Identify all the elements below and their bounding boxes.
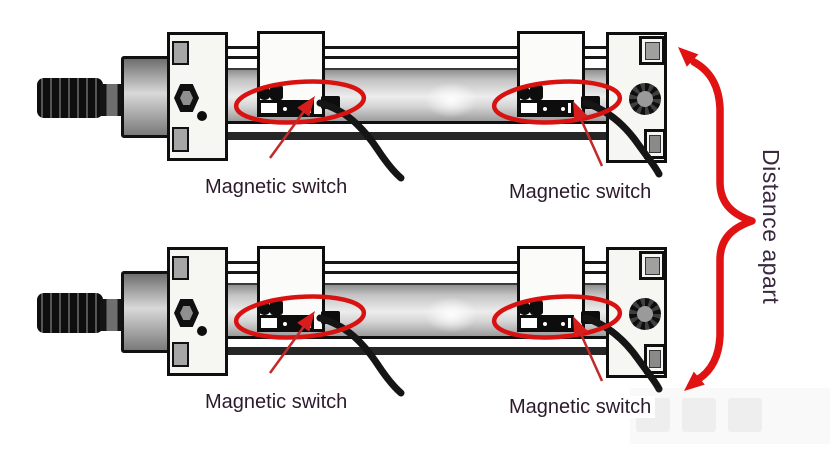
rear-bottom-port-core — [649, 350, 661, 368]
watermark-glyph — [728, 398, 762, 432]
switch-led-2b — [561, 322, 565, 326]
distance-apart-label: Distance apart — [758, 149, 784, 305]
air-fitting-core — [637, 91, 653, 107]
rear-corner-port-core — [645, 257, 660, 275]
switch-led-1b — [301, 322, 305, 326]
magnetic-switch-label-4: Magnetic switch — [505, 396, 656, 418]
switch-clip-2 — [530, 85, 543, 100]
switch-connector-2 — [581, 96, 600, 109]
switch-clip-1 — [270, 300, 283, 315]
magnetic-switch-label-1: Magnetic switch — [201, 176, 352, 198]
mounting-tab-top — [172, 41, 189, 65]
switch-led-1 — [283, 107, 287, 111]
tube-highlight — [425, 297, 477, 333]
switch-led-2 — [543, 107, 547, 111]
switch-connector-2 — [581, 311, 600, 324]
mounting-tab-bottom — [172, 342, 189, 367]
cylinder-rail-bottom-white — [225, 339, 609, 348]
hex-port-core — [180, 91, 193, 105]
magnetic-switch-label-3: Magnetic switch — [201, 391, 352, 413]
tube-highlight — [425, 82, 477, 118]
magnetic-switch-label-2: Magnetic switch — [505, 181, 656, 203]
mounting-collar — [121, 271, 171, 353]
piston-rod-neck — [100, 84, 124, 116]
cylinder-bottom: Magnetic switch Magnetic switch — [0, 215, 835, 441]
watermark-glyph — [682, 398, 716, 432]
mounting-tab-top — [172, 256, 189, 280]
switch-connector-1 — [321, 96, 340, 109]
switch-clip-2 — [530, 300, 543, 315]
port-dot — [197, 326, 207, 336]
rear-corner-port — [639, 36, 665, 65]
switch-connector-1 — [321, 311, 340, 324]
watermark — [630, 388, 830, 444]
cylinder-rail-bottom-dark — [225, 347, 609, 355]
piston-rod-neck — [100, 299, 124, 331]
switch-led-2 — [543, 322, 547, 326]
cylinder-top: Magnetic switch Magnetic switch — [37, 31, 667, 203]
mounting-collar — [121, 56, 171, 138]
switch-clip-1 — [270, 85, 283, 100]
cylinder-rail-bottom-dark — [225, 132, 609, 140]
piston-rod-thread — [37, 78, 103, 118]
switch-led-1b — [301, 107, 305, 111]
switch-led-2b — [561, 107, 565, 111]
mounting-tab-bottom — [172, 127, 189, 152]
rear-bottom-port-core — [649, 135, 661, 153]
hex-port-core — [180, 306, 193, 320]
cylinder-rail-bottom-white — [225, 124, 609, 133]
piston-rod-thread — [37, 293, 103, 333]
air-fitting-core — [637, 306, 653, 322]
port-dot — [197, 111, 207, 121]
switch-led-1 — [283, 322, 287, 326]
rear-corner-port-core — [645, 42, 660, 60]
